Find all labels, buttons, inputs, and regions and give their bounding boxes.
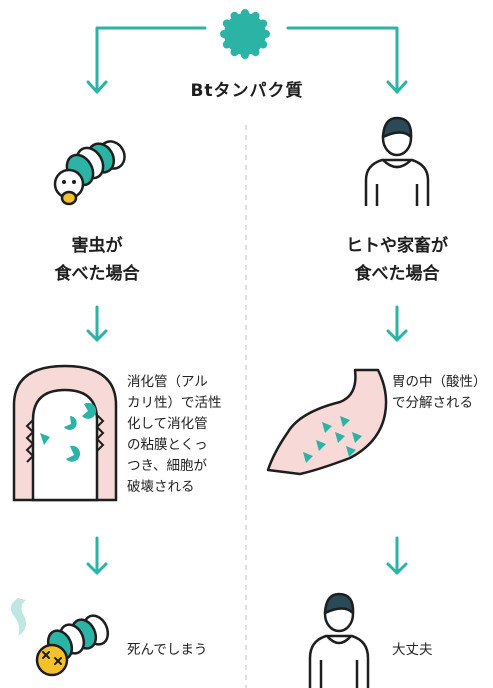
right-process-line: で分解される <box>392 395 473 411</box>
branch-arrow-right <box>286 26 408 94</box>
left-result-text: 死んでしまう <box>127 642 208 658</box>
left-subject-line-2: 食べた場合 <box>54 264 140 284</box>
flow-arrow-right-2 <box>386 536 408 575</box>
left-subject-label: 害虫が 食べた場合 <box>20 232 174 288</box>
right-subject-line-2: 食べた場合 <box>354 264 440 284</box>
human-icon <box>308 592 370 688</box>
branch-arrow-left <box>86 26 207 94</box>
left-subject-line-1: 害虫が <box>71 236 123 256</box>
left-process-line: 破壊される <box>127 479 195 495</box>
protein-blob-icon <box>220 9 270 59</box>
left-process-line: カリ性）で活性 <box>127 395 222 411</box>
left-process-line: 消化管（アル <box>127 374 208 390</box>
diagram-title: Btタンパク質 <box>190 81 304 101</box>
flow-arrow-left-2 <box>86 536 108 575</box>
right-subject-label: ヒトや家畜が 食べた場合 <box>300 232 493 288</box>
right-process-line: 胃の中（酸性） <box>392 374 487 390</box>
right-subject-line-1: ヒトや家畜が <box>346 236 448 256</box>
left-process-line: の粘膜とくっ <box>127 437 208 453</box>
flow-arrow-right-1 <box>386 305 408 342</box>
caterpillar-icon <box>53 140 126 206</box>
right-process-text: 胃の中（酸性） で分解される <box>392 372 493 414</box>
left-process-line: つき、細胞が <box>127 458 208 474</box>
dead-caterpillar-icon <box>10 598 110 677</box>
left-process-line: 化して消化管 <box>127 416 208 432</box>
human-icon <box>364 116 430 206</box>
left-process-text: 消化管（アル カリ性）で活性 化して消化管 の粘膜とくっ つき、細胞が 破壊され… <box>127 372 245 498</box>
right-result-text: 大丈夫 <box>392 642 433 658</box>
stomach-icon <box>266 368 388 476</box>
flow-arrow-left-1 <box>86 305 108 342</box>
intestine-icon <box>12 364 118 502</box>
